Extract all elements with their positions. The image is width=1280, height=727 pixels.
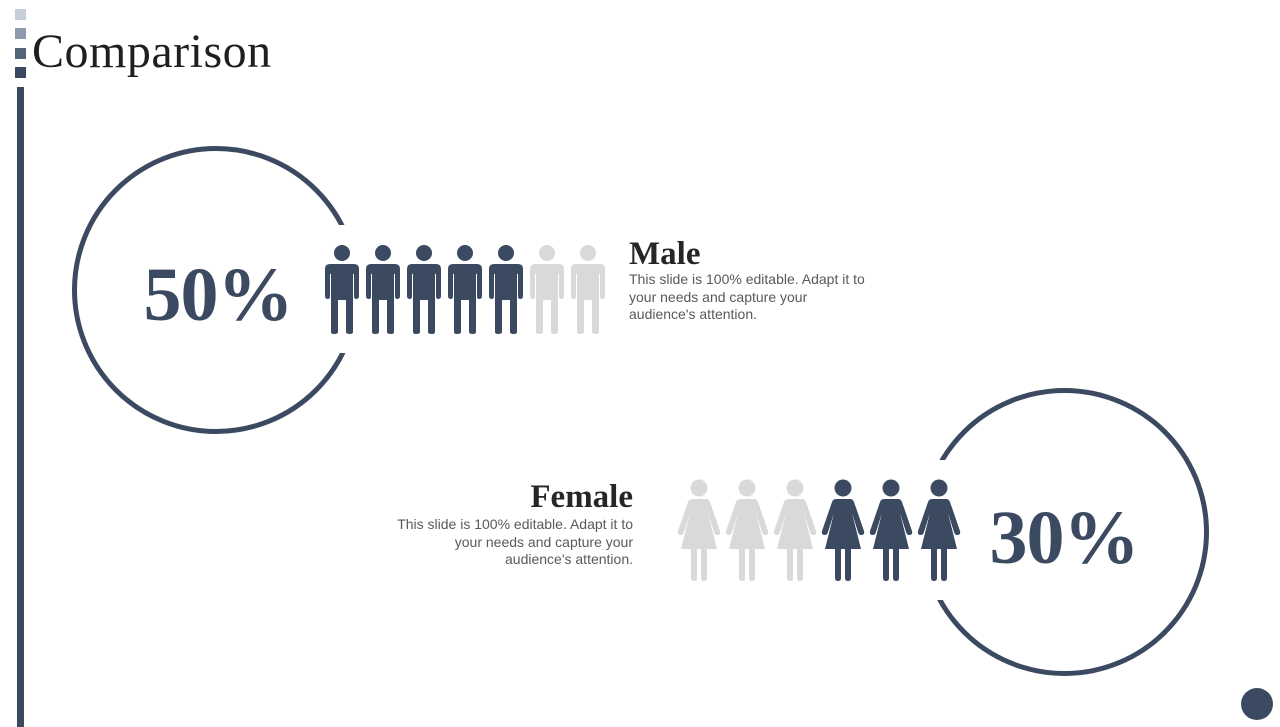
corner-dot [1241, 688, 1273, 720]
male-person-icon-empty [529, 244, 565, 334]
male-person-icon-filled [406, 244, 442, 334]
female-icon-row [677, 479, 961, 581]
male-person-icon-filled [324, 244, 360, 334]
male-person-icon-filled [488, 244, 524, 334]
male-description: This slide is 100% editable. Adapt it to… [629, 271, 865, 322]
decor-square-3 [15, 48, 26, 59]
male-percent: 50% [143, 253, 294, 337]
female-person-icon-empty [677, 479, 721, 581]
left-accent-bar [17, 87, 24, 727]
female-person-icon-filled [821, 479, 865, 581]
female-person-icon-empty [773, 479, 817, 581]
decor-square-1 [15, 9, 26, 20]
decor-square-4 [15, 67, 26, 78]
female-person-icon-filled [869, 479, 913, 581]
female-person-icon-filled [917, 479, 961, 581]
male-icon-row [324, 244, 606, 334]
female-percent: 30% [989, 496, 1140, 580]
male-person-icon-filled [447, 244, 483, 334]
male-person-icon-filled [365, 244, 401, 334]
female-heading: Female [530, 479, 633, 515]
decor-square-2 [15, 28, 26, 39]
male-heading: Male [629, 236, 701, 272]
female-description: This slide is 100% editable. Adapt it to… [397, 516, 633, 567]
male-person-icon-empty [570, 244, 606, 334]
slide-title: Comparison [32, 25, 272, 78]
female-person-icon-empty [725, 479, 769, 581]
